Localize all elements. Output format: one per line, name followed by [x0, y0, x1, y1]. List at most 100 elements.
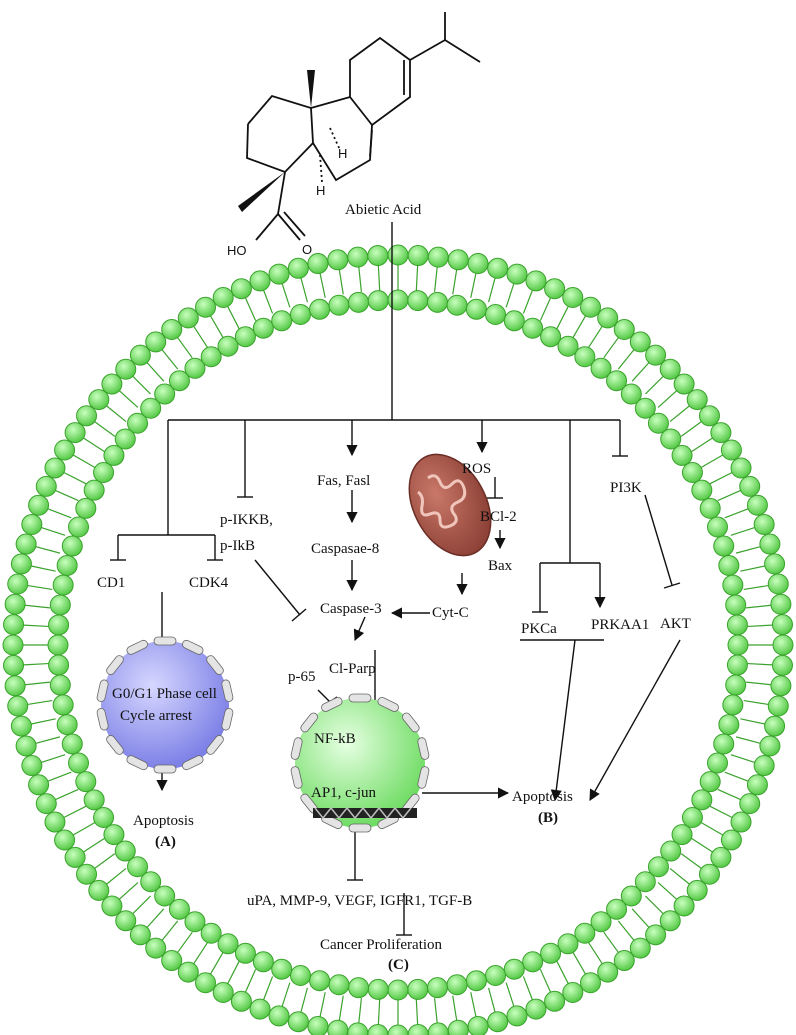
lipid-tail: [740, 718, 765, 725]
lipid-head: [115, 910, 137, 932]
lipid-head: [115, 358, 137, 380]
lipid-head: [75, 497, 97, 519]
lipid-head: [645, 344, 667, 366]
lipid-head: [574, 346, 596, 368]
lipid-head: [647, 412, 669, 434]
lipid-tail: [539, 297, 552, 321]
lipid-head: [660, 428, 682, 450]
lipid-tail: [209, 952, 224, 975]
lipid-tail: [740, 565, 765, 572]
lipid-head: [659, 910, 681, 932]
lipid-tail: [83, 437, 105, 453]
lipid-head: [249, 270, 271, 292]
lipid-head: [3, 614, 25, 636]
lipid-head: [114, 428, 136, 450]
lipid-head: [200, 922, 222, 944]
lipid-head: [347, 1022, 369, 1035]
lipid-tail: [72, 454, 96, 469]
lipid-head: [44, 457, 66, 479]
lipid-head: [54, 829, 76, 851]
lipid-tail: [146, 362, 165, 382]
lipid-head: [367, 978, 389, 1000]
lipid-head: [525, 270, 547, 292]
lipid-tail: [452, 995, 458, 1021]
lipid-head: [447, 1019, 469, 1035]
lipid-head: [562, 287, 584, 309]
lipid-head: [268, 1005, 290, 1027]
lipid-tail: [588, 942, 603, 965]
lipid-head: [127, 412, 149, 434]
lipid-head: [620, 885, 642, 907]
lipid-head: [252, 951, 274, 973]
lipid-head: [629, 331, 651, 353]
lipid-tail: [556, 306, 569, 329]
lipid-head: [426, 291, 448, 313]
lipid-tail: [146, 908, 165, 928]
lipid-head: [660, 840, 682, 862]
lipid-tail: [31, 565, 56, 572]
lipid-tail: [358, 997, 363, 1023]
nuclear-pore: [321, 696, 343, 712]
lipid-tail: [338, 995, 344, 1021]
lipid-tail: [433, 997, 438, 1023]
lipid-tail: [300, 277, 308, 303]
lipid-head: [114, 840, 136, 862]
lipid-tail: [31, 718, 56, 725]
lipid-tail: [724, 771, 749, 782]
lipid-head: [686, 389, 708, 411]
lipid-tail: [244, 297, 257, 321]
lipid-head: [21, 513, 43, 535]
nuclear-pore: [221, 679, 234, 702]
lipid-head: [407, 1023, 429, 1035]
lipid-tail: [94, 421, 116, 437]
lipid-head: [56, 714, 78, 736]
lipid-head: [15, 533, 37, 555]
lipid-head: [726, 614, 748, 636]
lipid-tail: [645, 895, 664, 915]
lipid-tail: [717, 788, 741, 801]
lipid-head: [706, 516, 728, 538]
h-label-1: H: [338, 146, 347, 161]
lipid-tail: [106, 405, 127, 423]
lipid-head: [367, 290, 389, 312]
lipid-head: [710, 846, 732, 868]
lipid-head: [249, 998, 271, 1020]
lipid-head: [230, 278, 252, 300]
label-akt: AKT: [660, 616, 691, 632]
lipid-head: [154, 885, 176, 907]
lipid-head: [759, 735, 781, 757]
lipid-tail: [177, 931, 193, 953]
lipid-head: [691, 479, 713, 501]
nuclear-pore: [126, 639, 148, 655]
label-ros: ROS: [462, 461, 491, 477]
nuclear-pore: [348, 693, 372, 703]
label-cl-parp: Cl-Parp: [329, 661, 376, 677]
lipid-tail: [319, 273, 326, 298]
lipid-head: [68, 752, 90, 774]
nuclear-pore: [106, 655, 124, 675]
lipid-head: [722, 694, 744, 716]
lipid-head: [722, 574, 744, 596]
lipid-tail: [63, 471, 87, 485]
lipid-head: [465, 970, 487, 992]
lipid-head: [580, 296, 601, 318]
label-apoptosis-b: Apoptosis: [512, 789, 573, 805]
lipid-head: [387, 1024, 409, 1035]
nucleus-c: [290, 693, 430, 833]
lipid-head: [10, 715, 32, 737]
lipid-head: [289, 965, 311, 987]
lipid-head: [234, 326, 256, 348]
lipid-head: [52, 694, 74, 716]
lipid-head: [307, 1015, 329, 1035]
lipid-head: [127, 856, 149, 878]
lipid-head: [580, 972, 601, 994]
lipid-head: [606, 898, 628, 920]
pathway-labels: CD1 CDK4 p-IKKB, p-IkB Fas, Fasl Caspasa…: [97, 461, 691, 973]
lipid-head: [93, 807, 115, 828]
lipid-head: [212, 981, 234, 1003]
lipid-head: [706, 752, 728, 774]
lipid-tail: [488, 987, 496, 1013]
lipid-head: [727, 634, 749, 656]
label-p65: p-65: [288, 669, 316, 685]
